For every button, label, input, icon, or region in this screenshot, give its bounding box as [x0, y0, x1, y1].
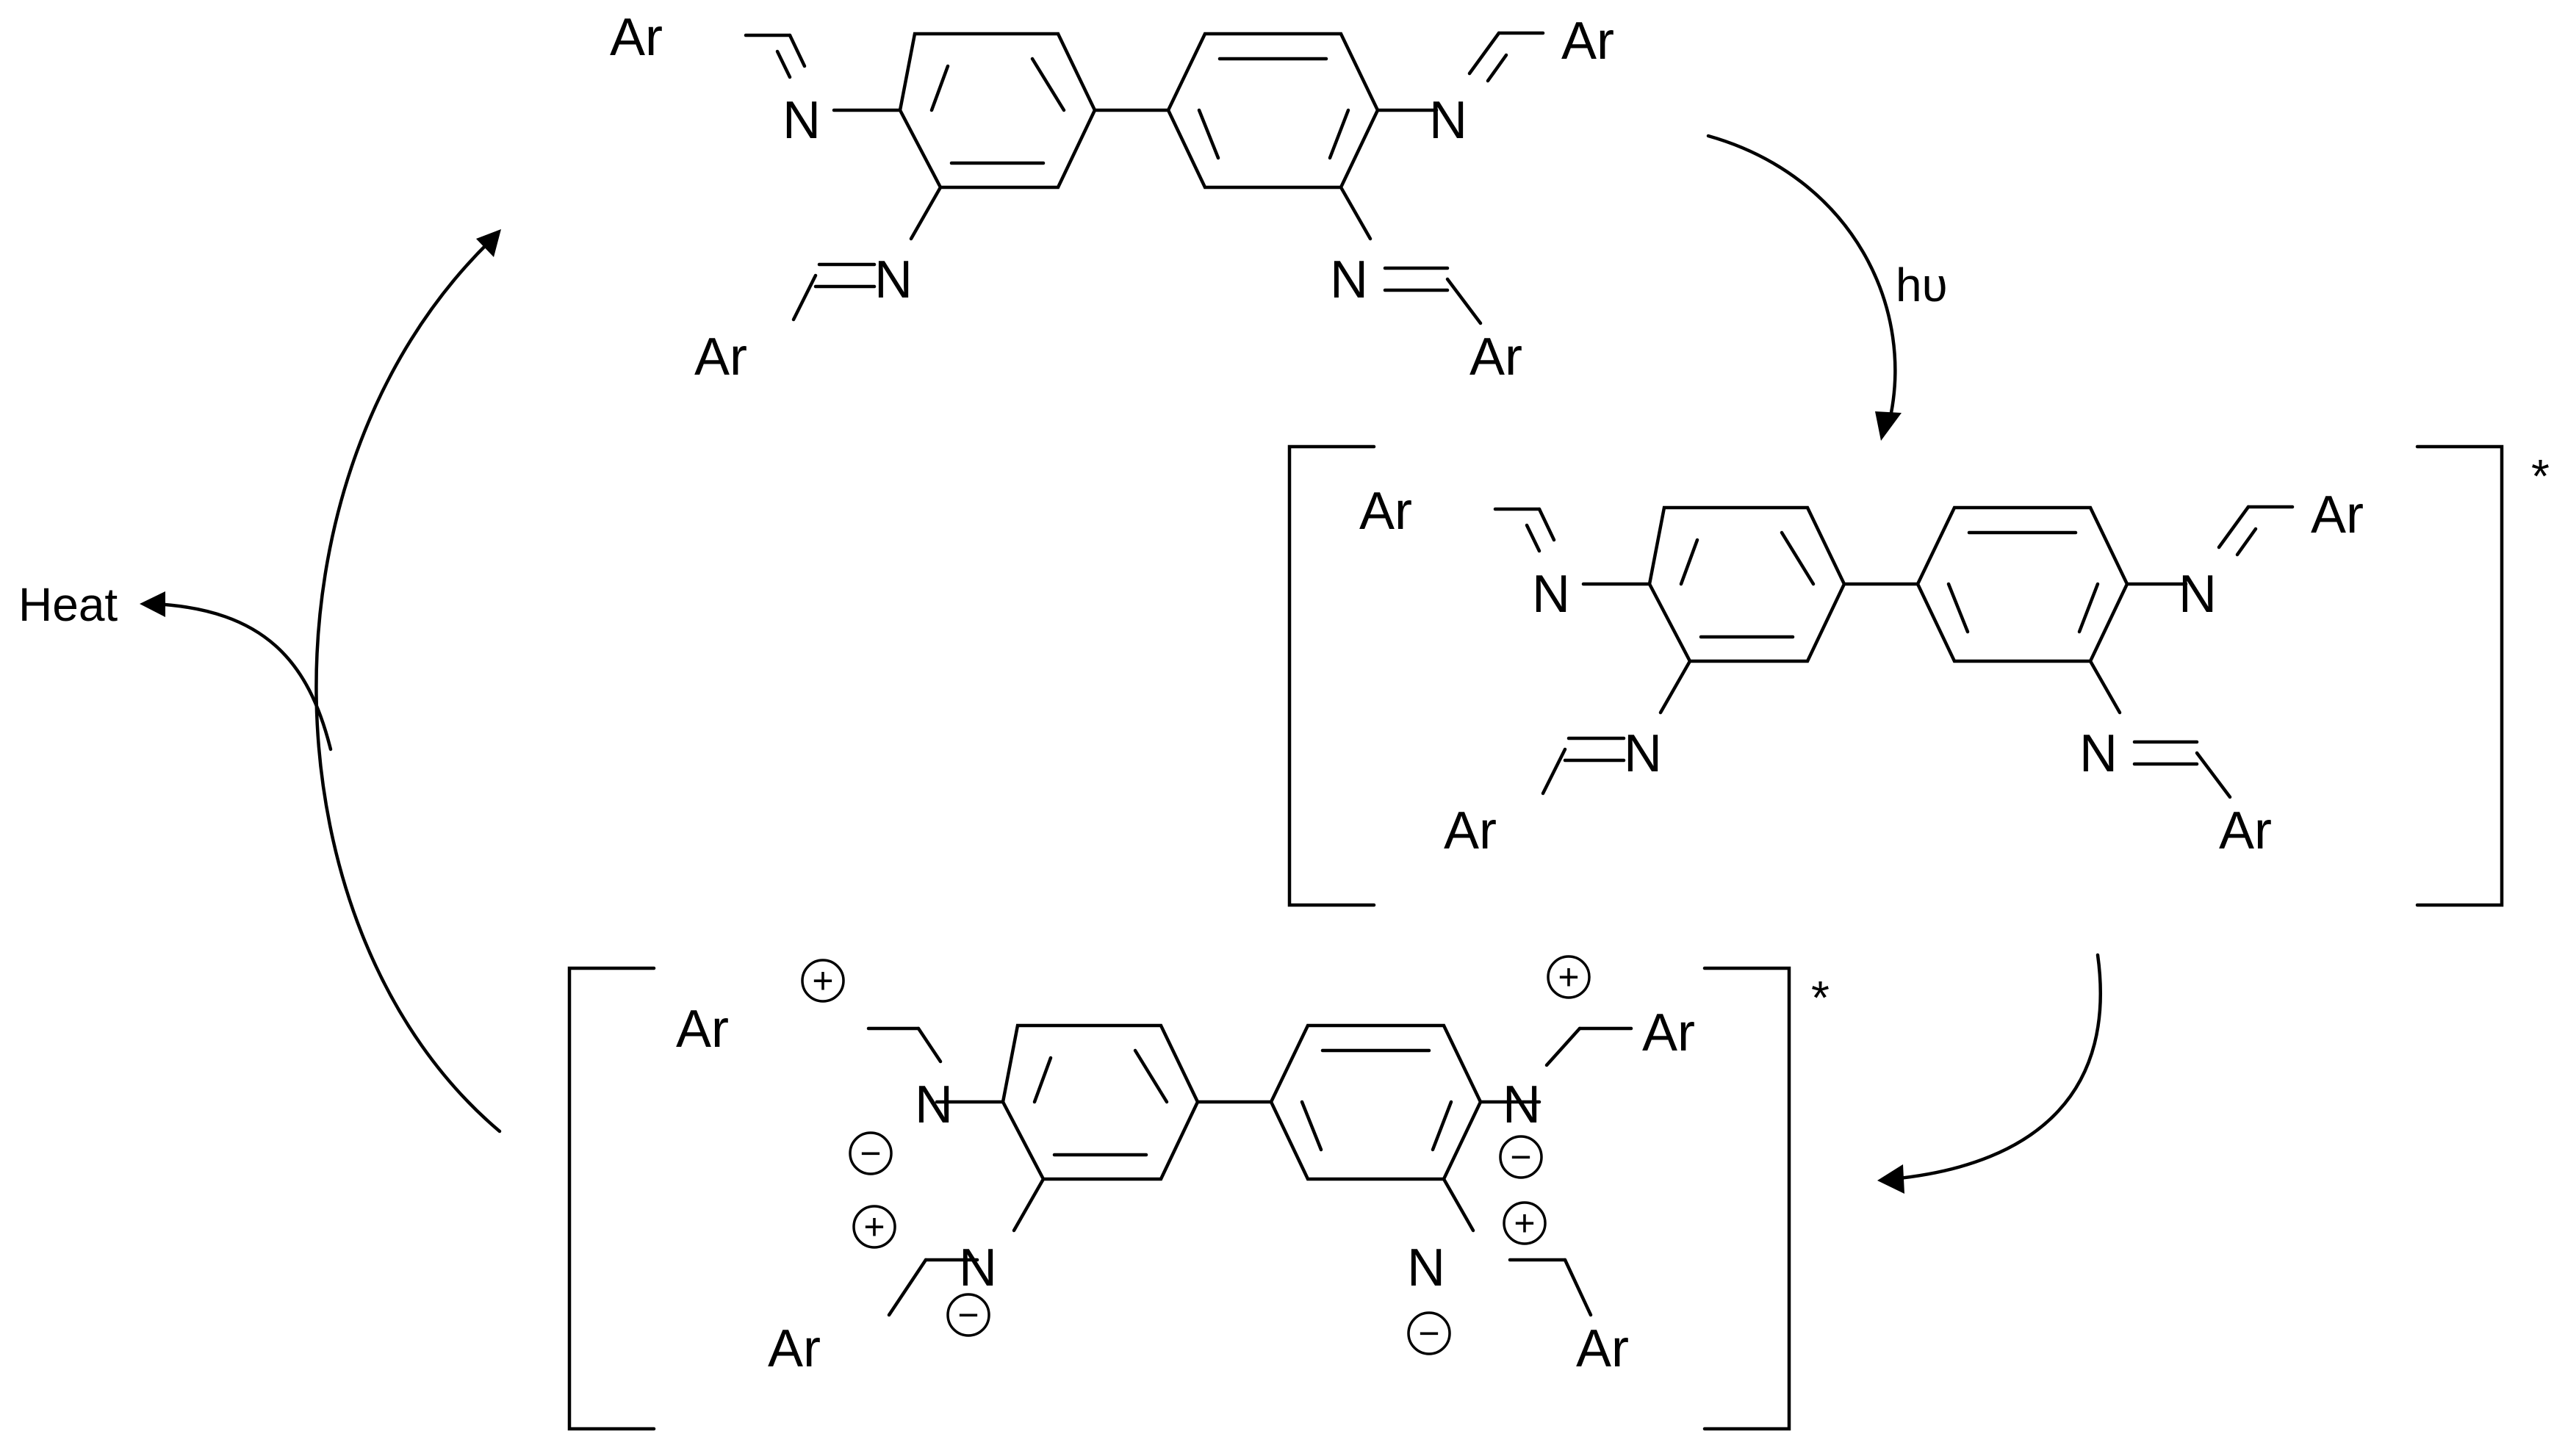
aryl-label: Ar [1642, 1003, 1695, 1062]
nitrogen-label: N [2179, 565, 2217, 624]
right-bracket [1702, 966, 1791, 1431]
aryl-label: Ar [694, 328, 747, 386]
nitrogen-label: N [2079, 724, 2118, 783]
aryl-label: Ar [2219, 801, 2272, 860]
left-bracket [1287, 444, 1376, 907]
nitrogen-label: N [1429, 91, 1467, 150]
nitrogen-label: N [1532, 565, 1570, 624]
aryl-label: Ar [768, 1319, 821, 1378]
nitrogen-label: N [1624, 724, 1662, 783]
negative-charge: − [860, 1133, 881, 1174]
nitrogen-label: N [783, 91, 821, 150]
nitrogen-label: N [1330, 251, 1368, 309]
photoexcitation-arrow [1706, 134, 1897, 428]
nitrogen-label: N [874, 251, 913, 309]
aryl-label: Ar [1576, 1319, 1629, 1378]
aryl-label: Ar [1561, 12, 1614, 71]
aryl-label: Ar [610, 8, 663, 67]
positive-charge: + [1558, 956, 1579, 998]
positive-charge: + [812, 960, 833, 1001]
negative-charge: − [1510, 1136, 1531, 1178]
right-bracket [2415, 444, 2504, 907]
light-label: hυ [1896, 259, 1948, 311]
positive-charge: + [1514, 1203, 1535, 1244]
charge-separated-molecule: Ar N N Ar N Ar N Ar + − + − + − + − [676, 955, 1695, 1378]
aryl-label: Ar [1469, 328, 1522, 386]
excited-state-marker: * [1811, 971, 1830, 1024]
nitrogen-label: N [915, 1075, 953, 1134]
relaxation-arrow [314, 240, 502, 1134]
heat-release-arrow [152, 602, 333, 752]
ground-state-molecule: Ar N N Ar N Ar N Ar [610, 8, 1614, 386]
heat-label: Heat [18, 578, 118, 631]
aryl-label: Ar [676, 1000, 729, 1059]
negative-charge: − [1418, 1313, 1439, 1354]
positive-charge: + [863, 1206, 885, 1247]
nitrogen-label: N [1503, 1075, 1541, 1134]
aryl-label: Ar [2311, 486, 2364, 544]
aryl-label: Ar [1444, 801, 1497, 860]
excited-state-molecule: Ar N N Ar N Ar N Ar [1359, 482, 2364, 860]
left-bracket [567, 966, 656, 1431]
excited-state-marker: * [2531, 450, 2550, 502]
nitrogen-label: N [959, 1239, 997, 1297]
negative-charge: − [957, 1294, 979, 1336]
nitrogen-label: N [1407, 1239, 1445, 1297]
aryl-label: Ar [1359, 482, 1412, 541]
charge-transfer-arrow [1890, 953, 2102, 1181]
